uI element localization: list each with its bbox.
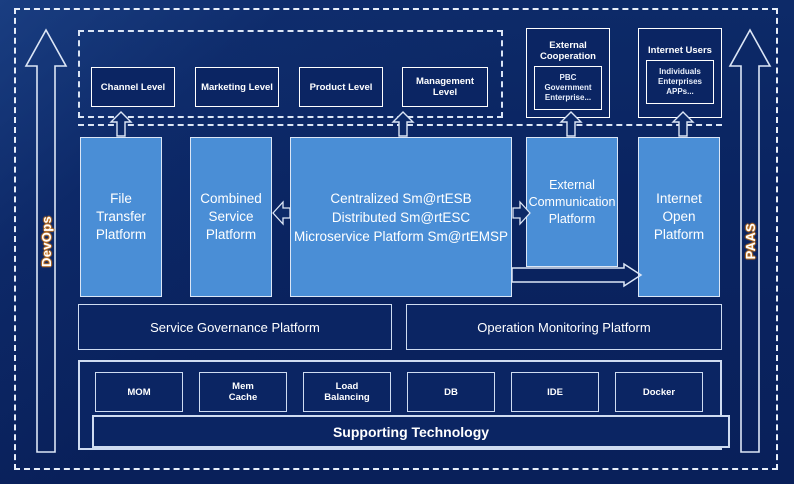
paas-arrow: PAAS <box>728 28 772 454</box>
tech-box-load-balancing[interactable]: Load Balancing <box>303 372 391 412</box>
tech-box-ide[interactable]: IDE <box>511 372 599 412</box>
connector-up-internet-open <box>671 111 695 137</box>
platform-esb[interactable]: Centralized Sm@rtESB Distributed Sm@rtES… <box>290 137 512 297</box>
level-box-channel[interactable]: Channel Level <box>91 67 175 107</box>
external-cooperation-group[interactable]: External Cooperation PBC Government Ente… <box>526 28 610 118</box>
external-cooperation-members: PBC Government Enterprise... <box>534 65 602 110</box>
platform-combined-service[interactable]: Combined Service Platform <box>190 137 272 297</box>
tech-box-db[interactable]: DB <box>407 372 495 412</box>
platform-internet-open[interactable]: Internet Open Platform <box>638 137 720 297</box>
connector-up-external-communication <box>559 111 583 137</box>
devops-arrow: DevOps <box>24 28 68 454</box>
level-box-marketing[interactable]: Marketing Level <box>195 67 279 107</box>
consumer-band <box>78 30 503 118</box>
connector-up-esb <box>391 111 415 137</box>
level-box-product[interactable]: Product Level <box>299 67 383 107</box>
internet-users-members: Individuals Enterprises APPs... <box>646 60 714 104</box>
outer-dashed-boundary <box>14 8 778 470</box>
internet-users-group[interactable]: Internet Users Individuals Enterprises A… <box>638 28 722 118</box>
connector-up-file-transfer <box>109 111 133 137</box>
level-box-management[interactable]: Management Level <box>402 67 488 107</box>
service-governance-platform[interactable]: Service Governance Platform <box>78 304 392 350</box>
tech-box-docker[interactable]: Docker <box>615 372 703 412</box>
tech-box-mem-cache[interactable]: Mem Cache <box>199 372 287 412</box>
operation-monitoring-platform[interactable]: Operation Monitoring Platform <box>406 304 722 350</box>
platform-file-transfer[interactable]: File Transfer Platform <box>80 137 162 297</box>
external-cooperation-title: External Cooperation <box>540 39 596 62</box>
connector-left-esb-to-combined <box>272 200 291 226</box>
platform-external-communication[interactable]: External Communication Platform <box>526 137 618 267</box>
internet-users-title: Internet Users <box>648 45 712 56</box>
connector-right-esb-to-external-comm <box>512 200 531 226</box>
connector-right-esb-to-internet-open <box>511 262 643 288</box>
tech-box-mom[interactable]: MOM <box>95 372 183 412</box>
supporting-technology-bar[interactable]: Supporting Technology <box>92 415 730 448</box>
